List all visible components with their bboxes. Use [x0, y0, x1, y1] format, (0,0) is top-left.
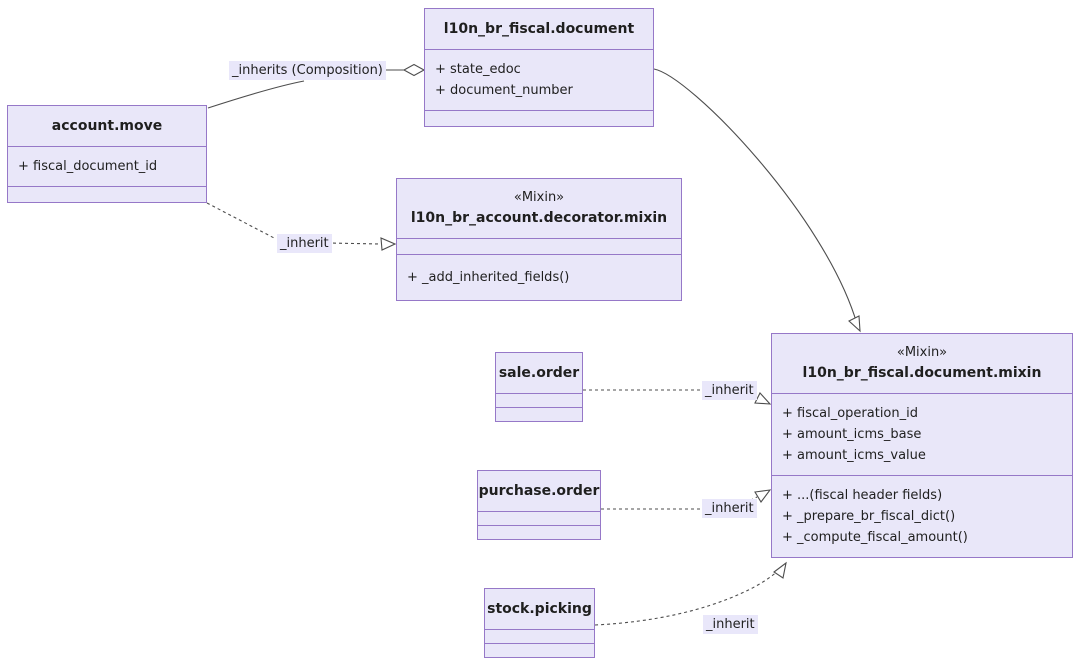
class-name: l10n_br_fiscal.document.mixin [802, 365, 1042, 381]
document-extends-edge-line [653, 68, 858, 325]
methods-compartment [478, 525, 600, 539]
class-l10n-br-fiscal-document-mixin: «Mixin» l10n_br_fiscal.document.mixin + … [771, 333, 1073, 558]
attribute: + state_edoc [435, 62, 521, 77]
method: + _prepare_br_fiscal_dict() [782, 509, 956, 524]
edge-label-inherits-composition: _inherits (Composition) [229, 61, 386, 80]
sale-inherit-arrowhead-icon [754, 392, 772, 405]
document-extends-arrowhead-icon [848, 315, 861, 333]
attributes-compartment [496, 393, 582, 407]
edge-label-purchase-inherit: _inherit [702, 499, 757, 518]
account-inherit-arrowhead-icon [380, 237, 397, 251]
methods-compartment [425, 110, 653, 126]
attributes-compartment [397, 238, 681, 254]
method: + _compute_fiscal_amount() [782, 530, 968, 545]
methods-compartment [8, 186, 206, 202]
class-name: l10n_br_fiscal.document [443, 20, 635, 37]
attribute: + fiscal_operation_id [782, 406, 918, 421]
attribute: + amount_icms_base [782, 427, 922, 442]
methods-compartment [485, 643, 594, 657]
class-stock-picking: stock.picking [484, 588, 595, 658]
methods-compartment: + _add_inherited_fields() [397, 254, 681, 300]
account-inherit-edge-line [206, 202, 277, 240]
attribute: + fiscal_document_id [18, 159, 158, 174]
stock-inherit-edge-line [594, 567, 782, 626]
attributes-compartment: + fiscal_operation_id + amount_icms_base… [772, 393, 1072, 475]
stock-inherit-arrowhead-icon [773, 561, 787, 579]
class-name: purchase.order [478, 482, 600, 499]
composition-edge-line [207, 80, 305, 109]
attribute: + document_number [435, 83, 573, 98]
edge-label-account-inherit: _inherit [277, 234, 332, 253]
composition-diamond-icon [402, 63, 426, 77]
attributes-compartment [485, 629, 594, 643]
class-sale-order: sale.order [495, 352, 583, 422]
methods-compartment: + ...(fiscal header fields) + _prepare_b… [772, 475, 1072, 557]
class-name: sale.order [498, 364, 580, 381]
account-inherit-edge-line [326, 242, 382, 245]
class-stereotype: «Mixin» [513, 190, 565, 205]
method: + ...(fiscal header fields) [782, 488, 943, 503]
edge-label-stock-inherit: _inherit [703, 615, 758, 634]
attribute: + amount_icms_value [782, 448, 926, 463]
purchase-inherit-arrowhead-icon [754, 489, 772, 503]
class-purchase-order: purchase.order [477, 470, 601, 540]
attributes-compartment: + state_edoc + document_number [425, 49, 653, 110]
methods-compartment [496, 407, 582, 421]
class-name: account.move [51, 117, 163, 134]
edge-label-sale-inherit: _inherit [702, 381, 757, 400]
class-name: l10n_br_account.decorator.mixin [410, 210, 668, 226]
class-name: stock.picking [487, 600, 592, 617]
class-l10n-br-account-decorator-mixin: «Mixin» l10n_br_account.decorator.mixin … [396, 178, 682, 301]
class-l10n-br-fiscal-document: l10n_br_fiscal.document + state_edoc + d… [424, 8, 654, 127]
attributes-compartment [478, 511, 600, 525]
attributes-compartment: + fiscal_document_id [8, 146, 206, 186]
method: + _add_inherited_fields() [407, 270, 570, 285]
class-stereotype: «Mixin» [896, 345, 948, 360]
class-account-move: account.move + fiscal_document_id [7, 105, 207, 203]
